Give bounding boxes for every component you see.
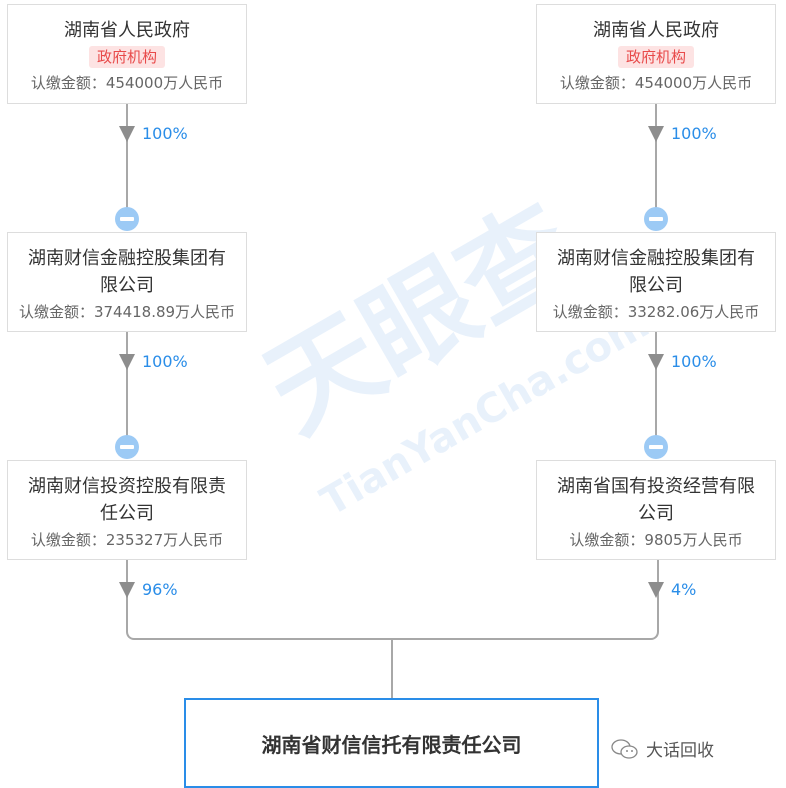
shareholder-node[interactable]: 湖南省国有投资经营有限公司 认缴金额：9805万人民币 <box>536 460 776 560</box>
wechat-icon <box>611 738 638 759</box>
node-name: 湖南省人民政府 <box>593 20 719 41</box>
node-name: 湖南财信金融控股集团有限公司 <box>28 248 226 296</box>
connector-line <box>126 332 128 448</box>
percent-label: 96% <box>142 580 178 599</box>
arrow-down-icon <box>119 126 135 142</box>
connector-line <box>655 332 657 448</box>
shareholder-node[interactable]: 湖南财信投资控股有限责任公司 认缴金额：235327万人民币 <box>7 460 247 560</box>
collapse-icon[interactable] <box>644 207 668 231</box>
collapse-icon[interactable] <box>115 435 139 459</box>
shareholder-node[interactable]: 湖南省人民政府 政府机构 认缴金额：454000万人民币 <box>536 4 776 104</box>
node-tag: 政府机构 <box>617 46 694 68</box>
node-amount: 认缴金额：454000万人民币 <box>559 74 753 92</box>
shareholder-node[interactable]: 湖南省人民政府 政府机构 认缴金额：454000万人民币 <box>7 4 247 104</box>
collapse-icon[interactable] <box>644 435 668 459</box>
shareholder-node[interactable]: 湖南财信金融控股集团有限公司 认缴金额：374418.89万人民币 <box>7 232 247 332</box>
shareholder-node[interactable]: 湖南财信金融控股集团有限公司 认缴金额：33282.06万人民币 <box>536 232 776 332</box>
node-amount: 认缴金额：33282.06万人民币 <box>552 303 760 321</box>
percent-label: 100% <box>671 124 717 143</box>
node-amount: 认缴金额：454000万人民币 <box>30 74 224 92</box>
percent-label: 100% <box>671 352 717 371</box>
source-label: 大话回收 <box>610 736 714 761</box>
percent-label: 4% <box>671 580 697 599</box>
connector-line <box>391 638 393 700</box>
node-amount: 认缴金额：9805万人民币 <box>569 531 743 549</box>
node-amount: 认缴金额：374418.89万人民币 <box>18 303 236 321</box>
node-amount: 认缴金额：235327万人民币 <box>30 531 224 549</box>
source-name: 大话回收 <box>646 741 714 761</box>
node-tag: 政府机构 <box>88 46 165 68</box>
collapse-icon[interactable] <box>115 207 139 231</box>
target-company-name: 湖南省财信信托有限责任公司 <box>261 732 522 757</box>
node-name: 湖南省人民政府 <box>64 20 190 41</box>
arrow-down-icon <box>648 126 664 142</box>
arrow-down-icon <box>119 582 135 598</box>
target-company-node[interactable]: 湖南省财信信托有限责任公司 <box>184 698 599 788</box>
node-name: 湖南省国有投资经营有限公司 <box>557 476 755 524</box>
arrow-down-icon <box>648 582 664 598</box>
connector-line <box>126 104 128 220</box>
connector-line <box>655 104 657 220</box>
arrow-down-icon <box>119 354 135 370</box>
percent-label: 100% <box>142 352 188 371</box>
percent-label: 100% <box>142 124 188 143</box>
node-name: 湖南财信投资控股有限责任公司 <box>28 476 226 524</box>
node-name: 湖南财信金融控股集团有限公司 <box>557 248 755 296</box>
merge-connector <box>126 560 659 640</box>
arrow-down-icon <box>648 354 664 370</box>
